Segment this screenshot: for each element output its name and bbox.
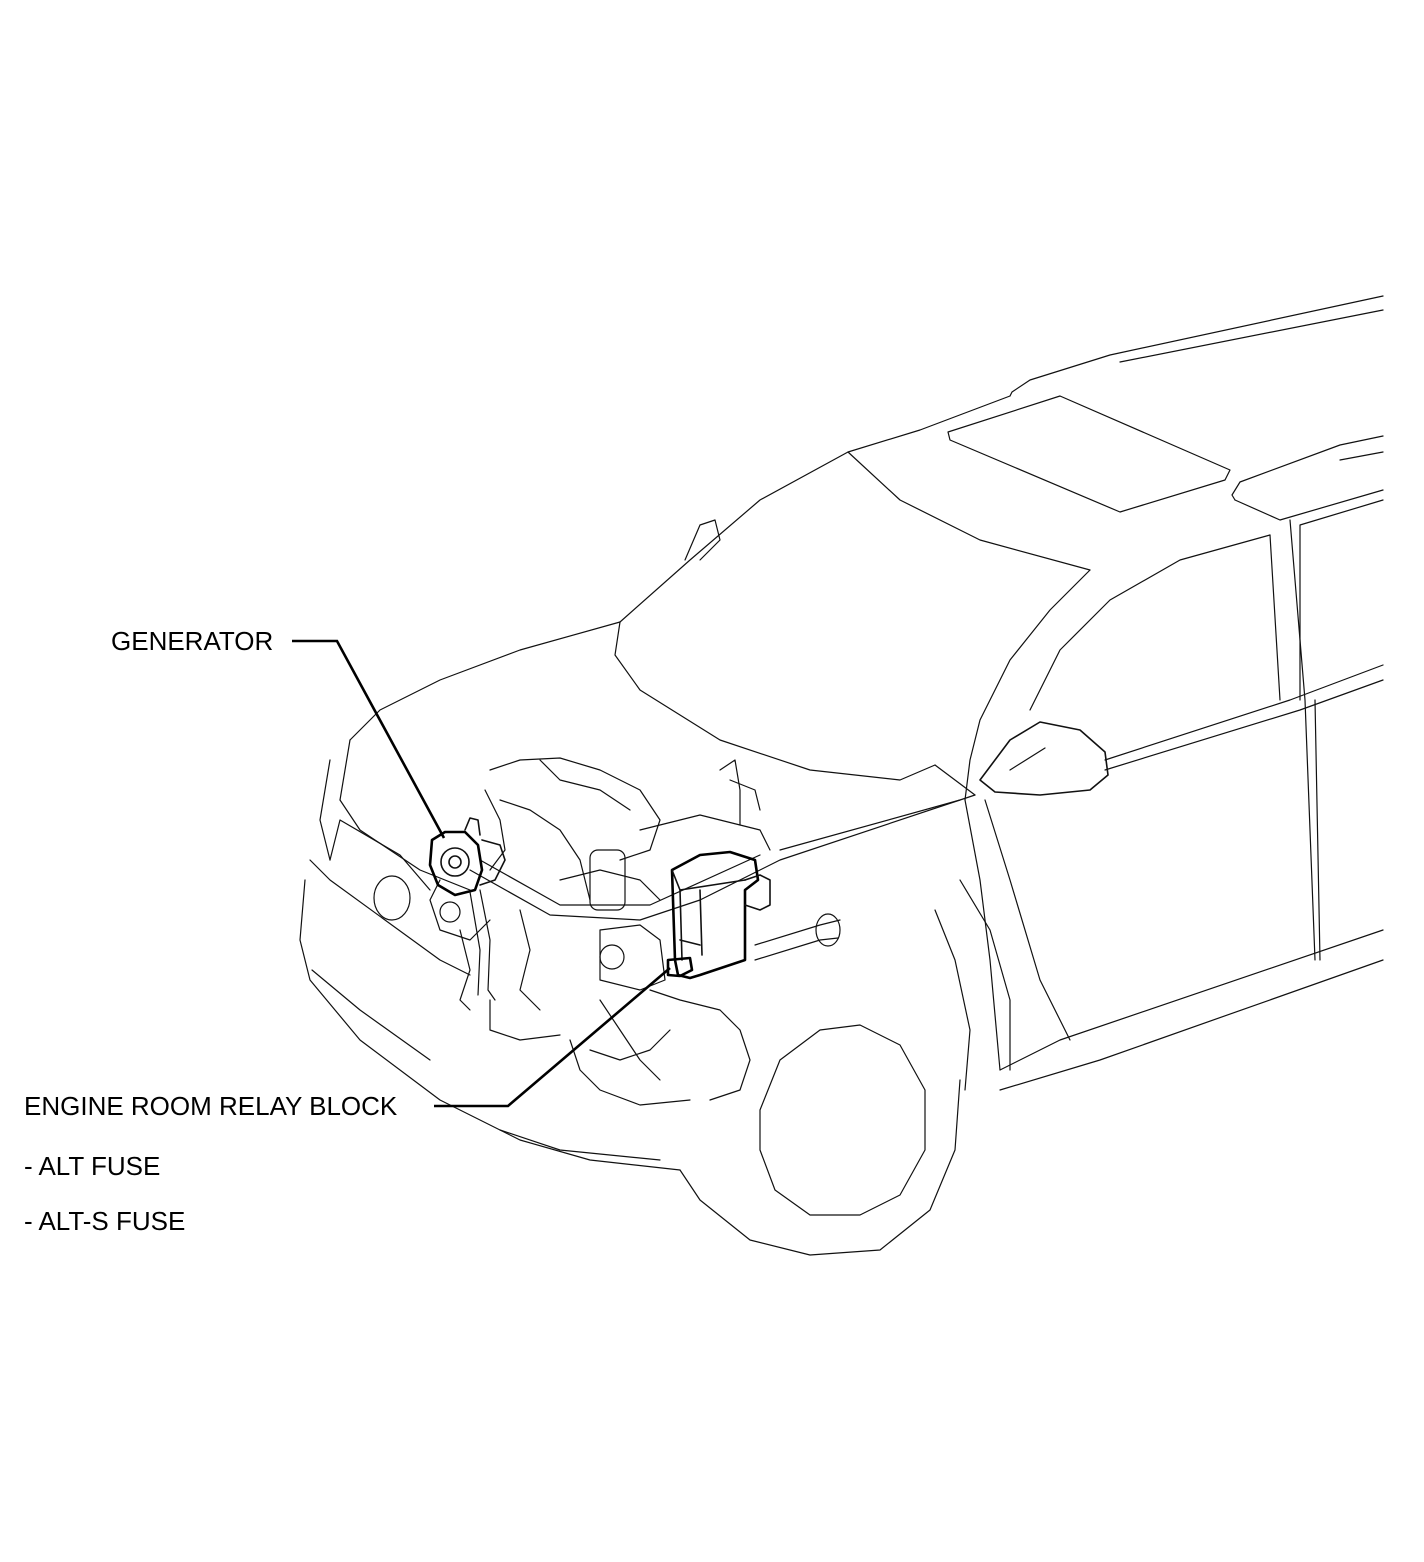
relay-block-leader-line xyxy=(434,967,671,1108)
alt-s-fuse-label: - ALT-S FUSE xyxy=(24,1206,186,1236)
engine-assembly xyxy=(429,757,961,1106)
engine-room-relay-block-part xyxy=(666,850,771,980)
generator-label: GENERATOR xyxy=(111,626,274,656)
engine-room-relay-block-label: ENGINE ROOM RELAY BLOCK xyxy=(24,1091,398,1121)
generator-part xyxy=(428,817,506,1001)
alt-fuse-label: - ALT FUSE xyxy=(24,1151,161,1181)
generator-leader-line xyxy=(292,639,446,839)
vehicle-body xyxy=(299,295,1384,1256)
